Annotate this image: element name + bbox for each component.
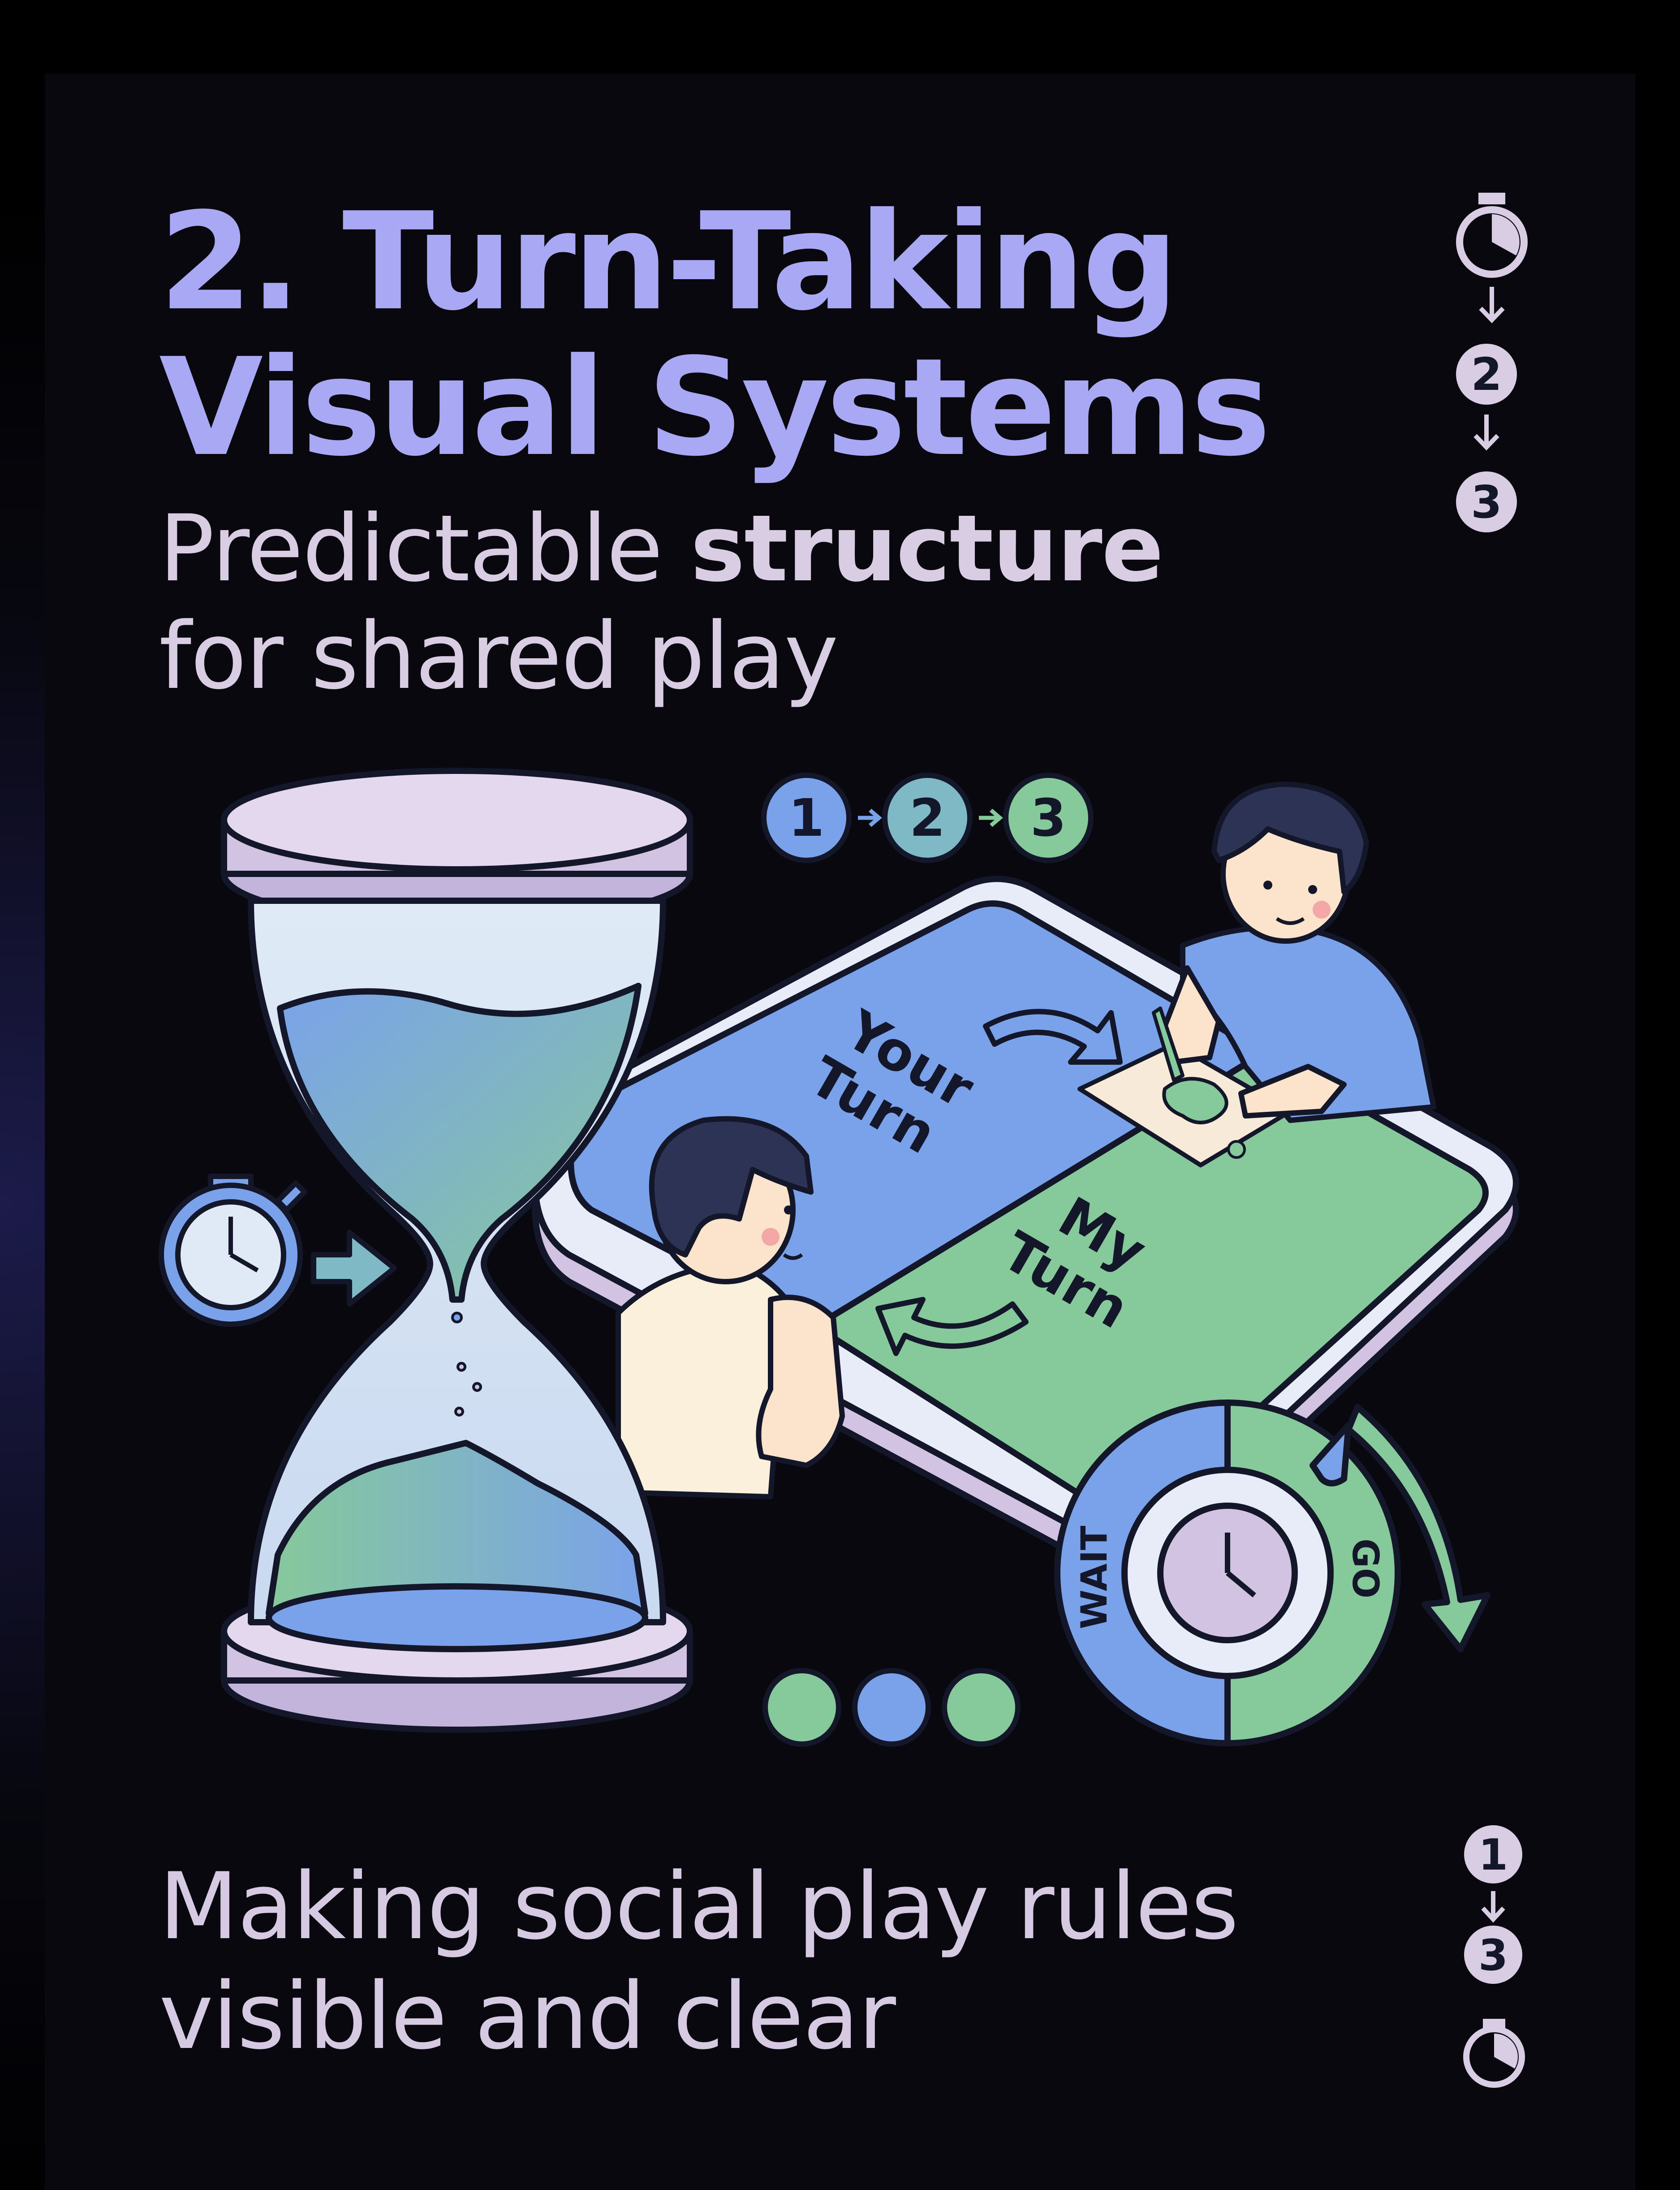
spinner-go: GO [1344,1538,1386,1598]
curved-arrow-icon [983,1009,1123,1065]
arrow-right-icon [311,1230,397,1307]
footer-line-1: Making social play rules [159,1853,1239,1960]
child-drawing [1152,782,1436,1123]
subtitle-line-1: Predictable structure [159,496,1164,602]
stopwatch-icon [1463,2019,1525,2088]
subtitle-plain: Predictable [159,496,691,602]
top-step-3: 3 [1030,788,1066,848]
arrow-down-icon [1479,287,1505,324]
child-waiting [616,1116,845,1499]
subtitle-bold: structure [690,496,1164,602]
stopwatch-icon [1456,193,1528,278]
page-title-line-1: 2. Turn-Taking [159,184,1178,340]
turn-spinner-icon [1054,1400,1490,1746]
side-step-3-bg [1456,471,1517,532]
footer-line-2: visible and clear [159,1963,896,2070]
bottom-sequence: 1 3 [1463,1825,1525,2088]
top-step-2: 2 [909,788,945,848]
bottom-step-3: 3 [1478,1931,1508,1980]
arrow-down-icon [1481,1891,1505,1923]
curved-arrow-icon [875,1297,1029,1356]
side-step-2-bg [1456,344,1517,405]
side-sequence [1456,193,1528,324]
page-title-line-2: Visual Systems [159,329,1271,486]
stopwatch-icon [159,1174,307,1327]
top-step-1: 1 [788,788,824,848]
subtitle-line-2: for shared play [159,603,839,710]
side-step-3: 3 [1471,476,1502,528]
bottom-step-1: 1 [1478,1831,1508,1880]
arrow-right-icon [858,808,882,827]
arrow-down-icon [1473,415,1499,451]
side-step-2: 2 [1471,348,1502,401]
spinner-wait: WAIT [1073,1525,1115,1629]
top-sequence: 1 2 3 [761,773,1094,863]
progress-dots [762,1668,1021,1747]
arrow-right-icon [979,808,1003,827]
hourglass-icon [221,768,693,1733]
